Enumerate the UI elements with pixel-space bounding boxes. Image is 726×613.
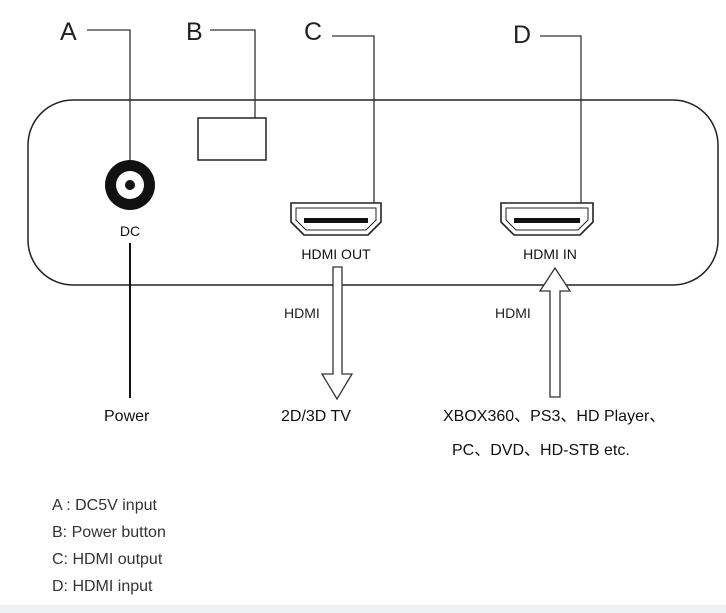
legend-item-a: A : DC5V input xyxy=(52,497,157,514)
hdmi-in-port-icon xyxy=(500,202,594,236)
tv-label: 2D/3D TV xyxy=(281,408,351,425)
dc-port-label: DC xyxy=(120,223,140,239)
power-button xyxy=(197,117,267,161)
hdmi-out-port-icon xyxy=(290,202,382,236)
power-label: Power xyxy=(104,408,150,425)
legend-list: A : DC5V input B: Power button C: HDMI o… xyxy=(52,492,166,600)
callout-d-leader xyxy=(540,35,582,203)
hdmi-input-arrow-icon xyxy=(538,266,572,398)
legend-item-c: C: HDMI output xyxy=(52,551,163,568)
callout-b: B xyxy=(186,18,203,46)
hdmi-out-label: HDMI OUT xyxy=(301,246,371,262)
callout-a: A xyxy=(60,18,77,46)
sources-label-line1: XBOX360、PS3、HD Player、 xyxy=(443,408,665,425)
hdmi-output-arrow-icon xyxy=(320,266,354,401)
callout-c-leader xyxy=(332,35,375,203)
callout-b-leader xyxy=(210,29,256,118)
callout-c: C xyxy=(304,18,322,46)
legend-item-b: B: Power button xyxy=(52,524,166,541)
hdmi-in-signal-label: HDMI xyxy=(495,305,531,321)
device-connection-diagram: A DC B C HDMI OUT HDMI D xyxy=(27,18,719,459)
hdmi-in-label: HDMI IN xyxy=(523,246,577,262)
legend-item-d: D: HDMI input xyxy=(52,578,153,595)
callout-a-leader xyxy=(87,29,131,160)
callout-d: D xyxy=(513,21,531,49)
hdmi-out-signal-label: HDMI xyxy=(284,305,320,321)
dc-jack-icon xyxy=(105,160,155,210)
bottom-band xyxy=(0,605,726,613)
sources-label-line2: PC、DVD、HD-STB etc. xyxy=(452,442,630,459)
